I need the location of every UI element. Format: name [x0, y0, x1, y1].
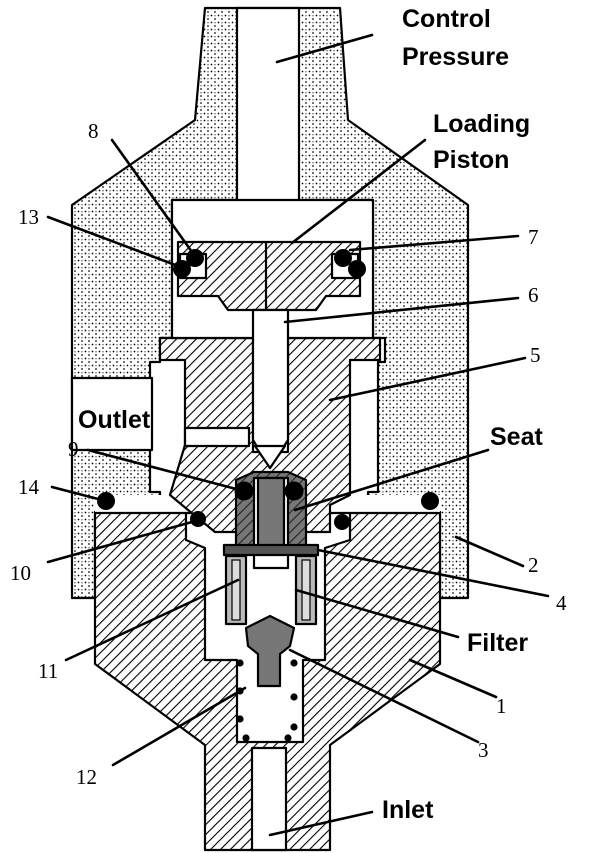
o-ring-10: [190, 511, 206, 527]
callout-1: 1: [496, 694, 507, 718]
o-ring-14-right: [421, 492, 439, 510]
outlet-port: [70, 376, 154, 452]
control-pressure-port: [235, 6, 301, 203]
label-seat: Seat: [490, 423, 543, 451]
label-outlet: Outlet: [78, 406, 151, 434]
callout-12: 12: [76, 765, 97, 789]
callout-13: 13: [18, 205, 39, 229]
outlet-passage: [183, 426, 251, 448]
callout-5: 5: [530, 343, 541, 367]
o-ring-9-left: [234, 481, 254, 501]
o-ring-7: [334, 249, 352, 267]
callout-14: 14: [18, 475, 40, 499]
label-pressure: Pressure: [402, 43, 509, 71]
o-ring-7b: [348, 260, 366, 278]
poppet: [244, 614, 296, 688]
o-ring-9-right: [284, 481, 304, 501]
o-ring-13: [173, 260, 191, 278]
o-ring-10b: [334, 514, 350, 530]
label-filter: Filter: [467, 629, 528, 657]
callout-9: 9: [68, 437, 79, 461]
label-inlet: Inlet: [382, 796, 434, 824]
text-labels: Control Pressure Loading Piston Outlet S…: [10, 5, 567, 824]
callout-6: 6: [528, 283, 539, 307]
push-rod: [251, 308, 290, 470]
callout-7: 7: [528, 225, 539, 249]
callout-10: 10: [10, 561, 31, 585]
callout-8: 8: [88, 119, 99, 143]
callout-2: 2: [528, 553, 539, 577]
valve-seat: [222, 470, 320, 570]
callout-4: 4: [556, 591, 567, 615]
callout-3: 3: [478, 738, 489, 762]
o-rings: [97, 249, 439, 530]
o-ring-14-left: [97, 492, 115, 510]
label-loading: Loading: [433, 110, 530, 138]
callout-11: 11: [38, 659, 58, 683]
leader-lines: [46, 33, 550, 837]
label-piston: Piston: [433, 146, 509, 174]
o-ring-8: [186, 249, 204, 267]
label-control: Control: [402, 5, 491, 33]
